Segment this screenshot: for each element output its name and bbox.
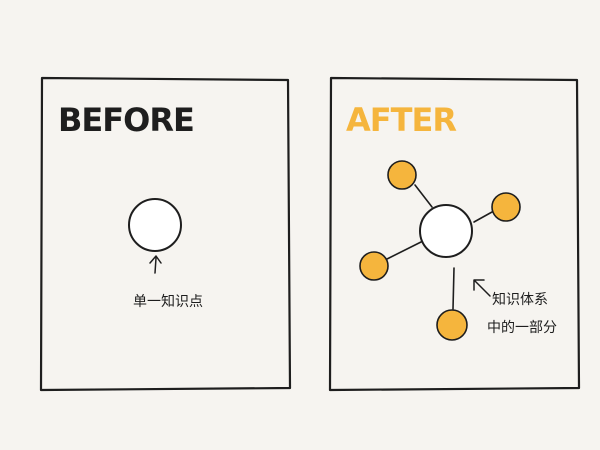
before-annotation-arrow bbox=[149, 255, 162, 274]
before-panel-frame bbox=[39, 76, 292, 392]
after-panel-title: AFTER bbox=[346, 101, 456, 139]
central-knowledge-node bbox=[419, 204, 473, 258]
after-panel-frame bbox=[328, 76, 581, 392]
after-panel: AFTER 知识体系 中的一部分 bbox=[328, 76, 581, 392]
satellite-node-bottom bbox=[436, 309, 468, 341]
satellite-node-right bbox=[491, 192, 521, 222]
edge-to-right-node bbox=[473, 211, 493, 223]
after-annotation-line1: 知识体系 bbox=[492, 291, 548, 308]
satellite-node-left bbox=[359, 251, 389, 281]
before-panel: BEFORE 单一知识点 bbox=[39, 76, 292, 392]
before-annotation-text: 单一知识点 bbox=[133, 293, 203, 310]
edge-to-top-left-node bbox=[414, 184, 433, 208]
single-knowledge-point-node bbox=[128, 198, 182, 252]
after-annotation-line2: 中的一部分 bbox=[487, 320, 557, 336]
after-annotation-arrow bbox=[473, 279, 491, 297]
edge-to-bottom-node bbox=[452, 267, 455, 310]
before-panel-title: BEFORE bbox=[58, 101, 194, 139]
edge-to-left-node bbox=[386, 241, 422, 260]
satellite-node-top-left bbox=[387, 160, 417, 190]
